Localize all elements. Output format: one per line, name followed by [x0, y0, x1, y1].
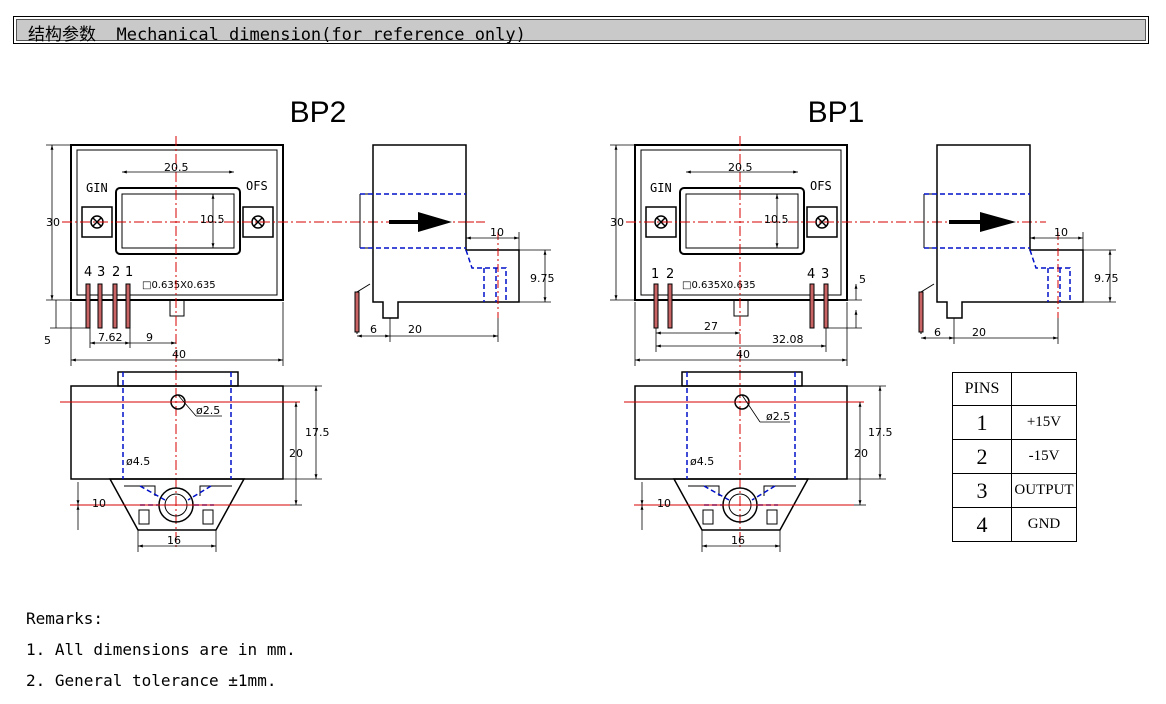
bp2-dim-bottom-16: 16 — [167, 534, 181, 547]
bp1-dim-width-total: 40 — [736, 348, 750, 361]
pin-number: 3 — [952, 473, 1012, 508]
bp2-pin-2: 2 — [112, 265, 120, 280]
bp2-front-view: GIN OFS □0.635X0.635 4 3 2 1 — [44, 136, 480, 548]
bp2-dim-side-height: 9.75 — [530, 272, 555, 285]
bp1-dim-hole-big: ø4.5 — [690, 455, 714, 468]
remark-item: 1. All dimensions are in mm. — [26, 640, 296, 659]
bp2-title: BP2 — [290, 96, 347, 129]
bp1-dim-side-height: 9.75 — [1094, 272, 1119, 285]
bp2-drawing: BP2 GIN OFS □0.635X0.635 4 3 — [44, 96, 555, 552]
bp1-pin-2: 2 — [666, 267, 674, 282]
bp2-dim-hole-small: ø2.5 — [196, 404, 220, 417]
section-header: 结构参数 Mechanical dimension(for reference … — [13, 16, 1149, 45]
bp2-dim-pitch: 7.62 — [98, 331, 123, 344]
bp2-dim-height-total: 30 — [46, 216, 60, 229]
bp2-pin-size: □0.635X0.635 — [142, 280, 216, 291]
bp1-side-view: 10 9.75 6 20 — [918, 144, 1119, 344]
bp1-gin-label: GIN — [650, 181, 672, 195]
pin-number: 4 — [952, 507, 1012, 542]
bp1-drawing: BP1 GIN OFS □0.635X0.635 1 2 4 3 — [610, 96, 1119, 552]
bp1-dim-bottom-h2: 20 — [854, 447, 868, 460]
bp1-title: BP1 — [808, 96, 865, 129]
bp2-pins — [85, 283, 131, 329]
bp2-gin-label: GIN — [86, 181, 108, 195]
pins-table-header-blank — [1011, 372, 1077, 406]
bp1-dim-bottom-h1: 17.5 — [868, 426, 893, 439]
table-row: 2 -15V — [952, 439, 1077, 474]
remark-item: 2. General tolerance ±1mm. — [26, 671, 277, 690]
bp2-dim-pin-len: 5 — [44, 334, 51, 347]
bp1-dim-pin-len: 5 — [859, 273, 866, 286]
bp2-pin-1: 1 — [125, 265, 133, 280]
bp2-pin-3: 3 — [97, 265, 105, 280]
section-header-title: 结构参数 Mechanical dimension(for reference … — [28, 25, 526, 45]
bp2-ofs-label: OFS — [246, 179, 268, 193]
bp1-dim-span-27: 27 — [704, 320, 718, 333]
bp1-pin-size: □0.635X0.635 — [682, 280, 756, 291]
table-row: 1 +15V — [952, 405, 1077, 440]
bp2-bottom-view: ø2.5 ø4.5 17.5 20 10 16 — [60, 371, 330, 552]
bp1-pin-4: 4 — [807, 267, 815, 282]
bp2-dim-side-pin: 6 — [370, 323, 377, 336]
bp1-dim-span-3208: 32.08 — [772, 333, 804, 346]
bp1-dim-side-len: 20 — [972, 326, 986, 339]
bp2-dim-bottom-h1: 17.5 — [305, 426, 330, 439]
bp2-side-view: 10 9.75 6 20 — [354, 144, 555, 342]
bp2-pin-4: 4 — [84, 265, 92, 280]
remarks: Remarks: 1. All dimensions are in mm. 2.… — [26, 603, 296, 696]
bp2-dim-width-top: 20.5 — [164, 161, 189, 174]
bp2-dim-hole-big: ø4.5 — [126, 455, 150, 468]
bp1-dim-bottom-10: 10 — [657, 497, 671, 510]
bp1-bottom-view: ø2.5 ø4.5 17.5 20 10 16 — [624, 371, 893, 552]
pins-table: PINS 1 +15V 2 -15V 3 OUTPUT 4 GND — [952, 372, 1077, 542]
bp2-dim-bottom-10: 10 — [92, 497, 106, 510]
pin-signal: +15V — [1011, 405, 1077, 440]
pin-signal: OUTPUT — [1011, 473, 1077, 508]
pin-signal: GND — [1011, 507, 1077, 542]
bp1-front-view: GIN OFS □0.635X0.635 1 2 4 3 — [610, 136, 1046, 548]
bp2-dim-bottom-h2: 20 — [289, 447, 303, 460]
bp1-dim-height-total: 30 — [610, 216, 624, 229]
bp2-dim-side-len: 20 — [408, 323, 422, 336]
table-row: 3 OUTPUT — [952, 473, 1077, 508]
pins-table-header: PINS — [952, 372, 1012, 406]
bp1-dim-side-pin: 6 — [934, 326, 941, 339]
bp1-dim-height-window: 10.5 — [764, 213, 789, 226]
pin-signal: -15V — [1011, 439, 1077, 474]
bp2-dim-offset: 9 — [146, 331, 153, 344]
pins-table-header-row: PINS — [952, 372, 1077, 406]
pin-number: 2 — [952, 439, 1012, 474]
bp1-pin-3: 3 — [821, 267, 829, 282]
bp1-dim-hole-small: ø2.5 — [766, 410, 790, 423]
bp1-dim-side-depth: 10 — [1054, 226, 1068, 239]
bp1-ofs-label: OFS — [810, 179, 832, 193]
bp1-dim-bottom-16: 16 — [731, 534, 745, 547]
bp2-dim-side-depth: 10 — [490, 226, 504, 239]
pin-number: 1 — [952, 405, 1012, 440]
bp2-dim-width-total: 40 — [172, 348, 186, 361]
remarks-title: Remarks: — [26, 609, 104, 628]
bp1-dim-width-top: 20.5 — [728, 161, 753, 174]
bp2-dim-height-window: 10.5 — [200, 213, 225, 226]
table-row: 4 GND — [952, 507, 1077, 542]
bp1-pins — [653, 283, 829, 329]
bp1-pin-1: 1 — [651, 267, 659, 282]
